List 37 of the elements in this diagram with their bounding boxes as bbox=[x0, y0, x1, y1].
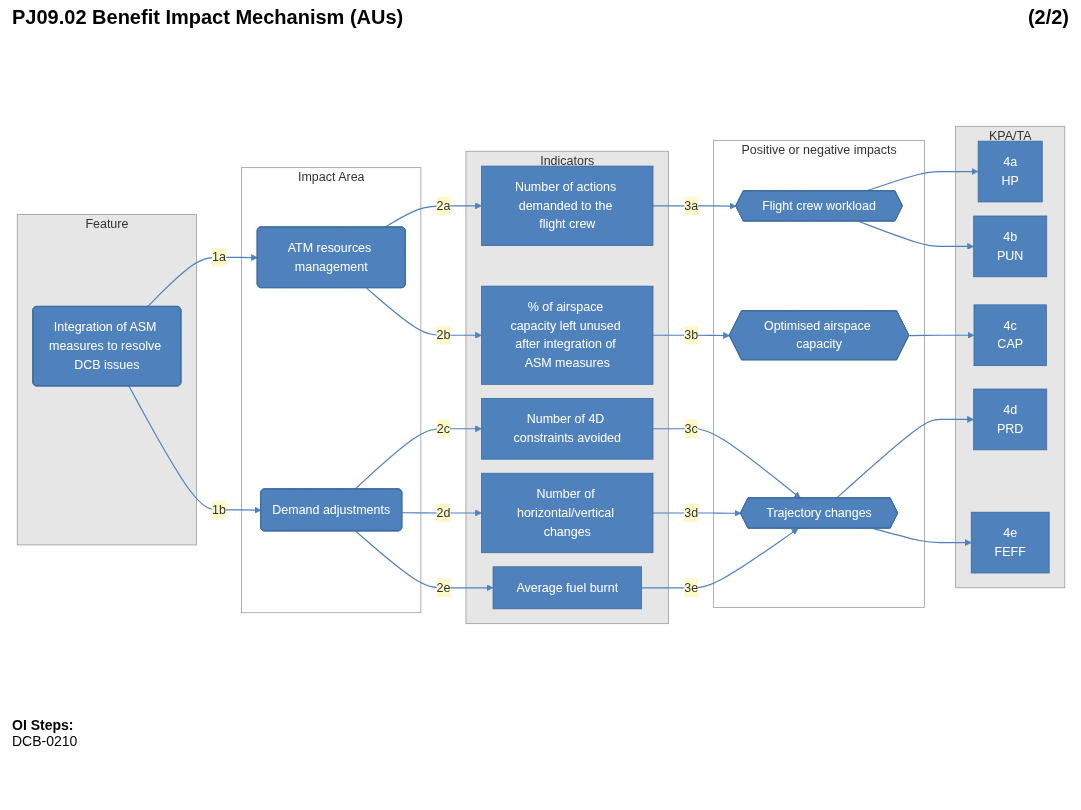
arrow bbox=[651, 202, 736, 210]
arrow bbox=[146, 254, 258, 308]
node-box: 4c CAP bbox=[973, 304, 1047, 367]
arrow bbox=[651, 428, 801, 499]
arrow bbox=[353, 425, 482, 490]
edge-label: 1a bbox=[211, 250, 226, 264]
edge-label: 2e bbox=[435, 580, 450, 595]
edge-label: 3a bbox=[683, 198, 698, 213]
arrow bbox=[835, 416, 974, 499]
edge-label: 1b bbox=[211, 502, 226, 517]
edge-label: 3d bbox=[683, 505, 698, 520]
arrow bbox=[640, 528, 798, 589]
node-box: Number of actions demanded to the flight crew bbox=[480, 165, 653, 246]
node-box: % of airspace capacity left unused after integration of ASM measures bbox=[480, 285, 653, 385]
arrow bbox=[354, 530, 493, 592]
note-heading: OI Steps: bbox=[12, 717, 75, 733]
node-box: 4a HP bbox=[977, 140, 1043, 203]
edge-label: 3e bbox=[683, 580, 698, 595]
edge-label: 3c bbox=[684, 421, 698, 436]
node-box: 4d PRD bbox=[972, 388, 1047, 451]
edge-label: 2c bbox=[436, 421, 450, 436]
node-box: 4e FEFF bbox=[970, 511, 1050, 574]
arrow bbox=[365, 287, 482, 339]
node-box: 4b PUN bbox=[972, 215, 1047, 278]
arrow bbox=[651, 509, 741, 517]
arrow bbox=[908, 331, 974, 339]
note-text: DCB-0210 bbox=[12, 733, 79, 749]
node-box: Number of 4D constraints avoided bbox=[480, 398, 653, 460]
edge-label: 2b bbox=[435, 328, 450, 342]
edge-label: 2a bbox=[435, 198, 450, 213]
diagram-title: PJ09.02 Benefit Impact Mechanism (AUs) bbox=[12, 6, 404, 29]
node-box: Number of horizontal/vertical changes bbox=[480, 472, 653, 554]
edge-label: 3b bbox=[683, 328, 698, 342]
arrow bbox=[127, 385, 261, 514]
page-number: (2/2) bbox=[1027, 6, 1069, 29]
node-box: Average fuel burnt bbox=[492, 566, 642, 610]
edge-label: 2d bbox=[435, 505, 450, 520]
